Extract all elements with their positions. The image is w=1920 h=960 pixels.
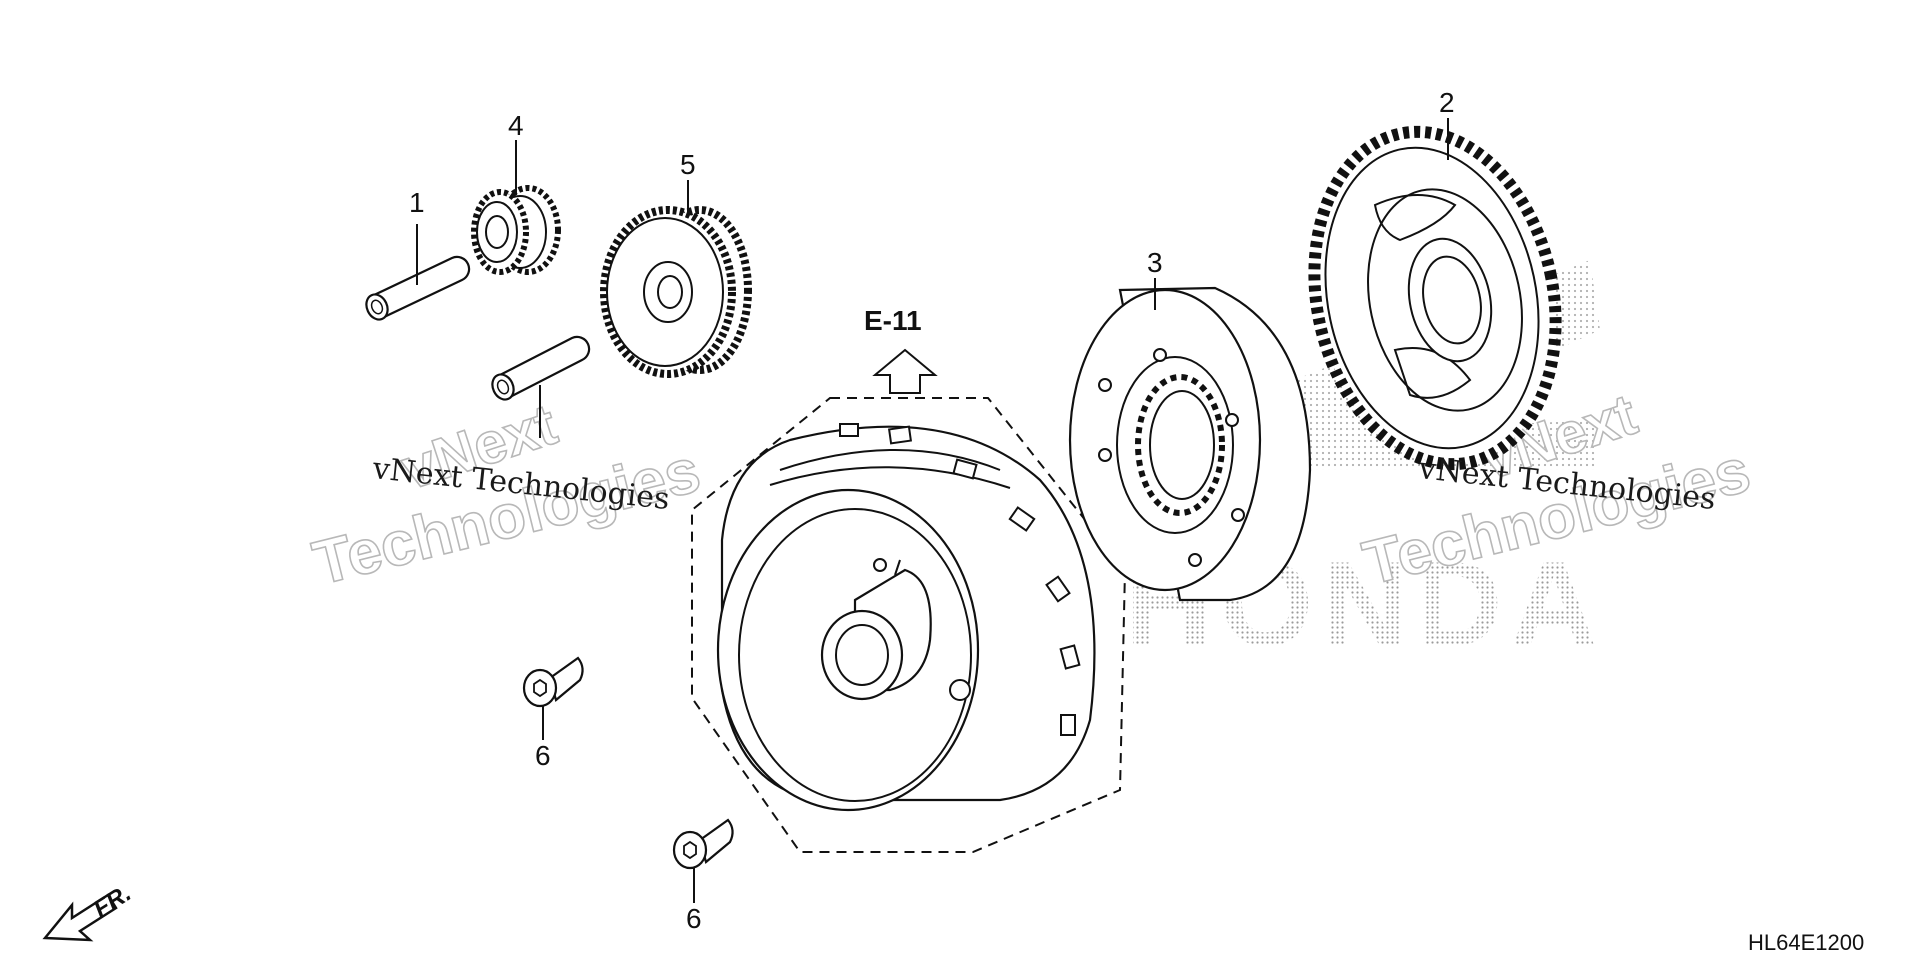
front-direction-marker: FR.: [42, 880, 136, 942]
part-3-starter-clutch[interactable]: [1068, 286, 1312, 602]
callout-4[interactable]: 4: [508, 110, 524, 141]
callout-3[interactable]: 3: [1147, 247, 1163, 278]
part-2-driven-gear[interactable]: [1285, 109, 1586, 487]
part-1-pin[interactable]: [362, 255, 471, 323]
reference-label: E-11: [864, 305, 922, 336]
callout-numbers: 1 2 3 4 5 6 6: [409, 87, 1455, 934]
diagram-code: HL64E1200: [1748, 930, 1864, 955]
part-6-bolt-upper[interactable]: [522, 656, 584, 708]
flywheel-assembly[interactable]: [691, 397, 1127, 853]
assembly-dashed-outline: [691, 397, 1127, 853]
reference-arrow[interactable]: E-11: [864, 305, 938, 394]
callout-6-upper[interactable]: 6: [535, 740, 551, 771]
callout-6-lower[interactable]: 6: [686, 903, 702, 934]
callout-2[interactable]: 2: [1439, 87, 1455, 118]
pin-lower[interactable]: [488, 335, 591, 438]
part-4-idle-gear[interactable]: [471, 185, 561, 275]
reference-arrow-icon: [872, 348, 938, 394]
front-direction-arrow-icon: [42, 893, 118, 942]
part-6-bolt-lower[interactable]: [672, 818, 734, 870]
callout-1[interactable]: 1: [409, 187, 425, 218]
part-5-reduction-gear[interactable]: [600, 206, 752, 378]
callout-5[interactable]: 5: [680, 149, 696, 180]
callout-leaders: [416, 118, 1449, 903]
